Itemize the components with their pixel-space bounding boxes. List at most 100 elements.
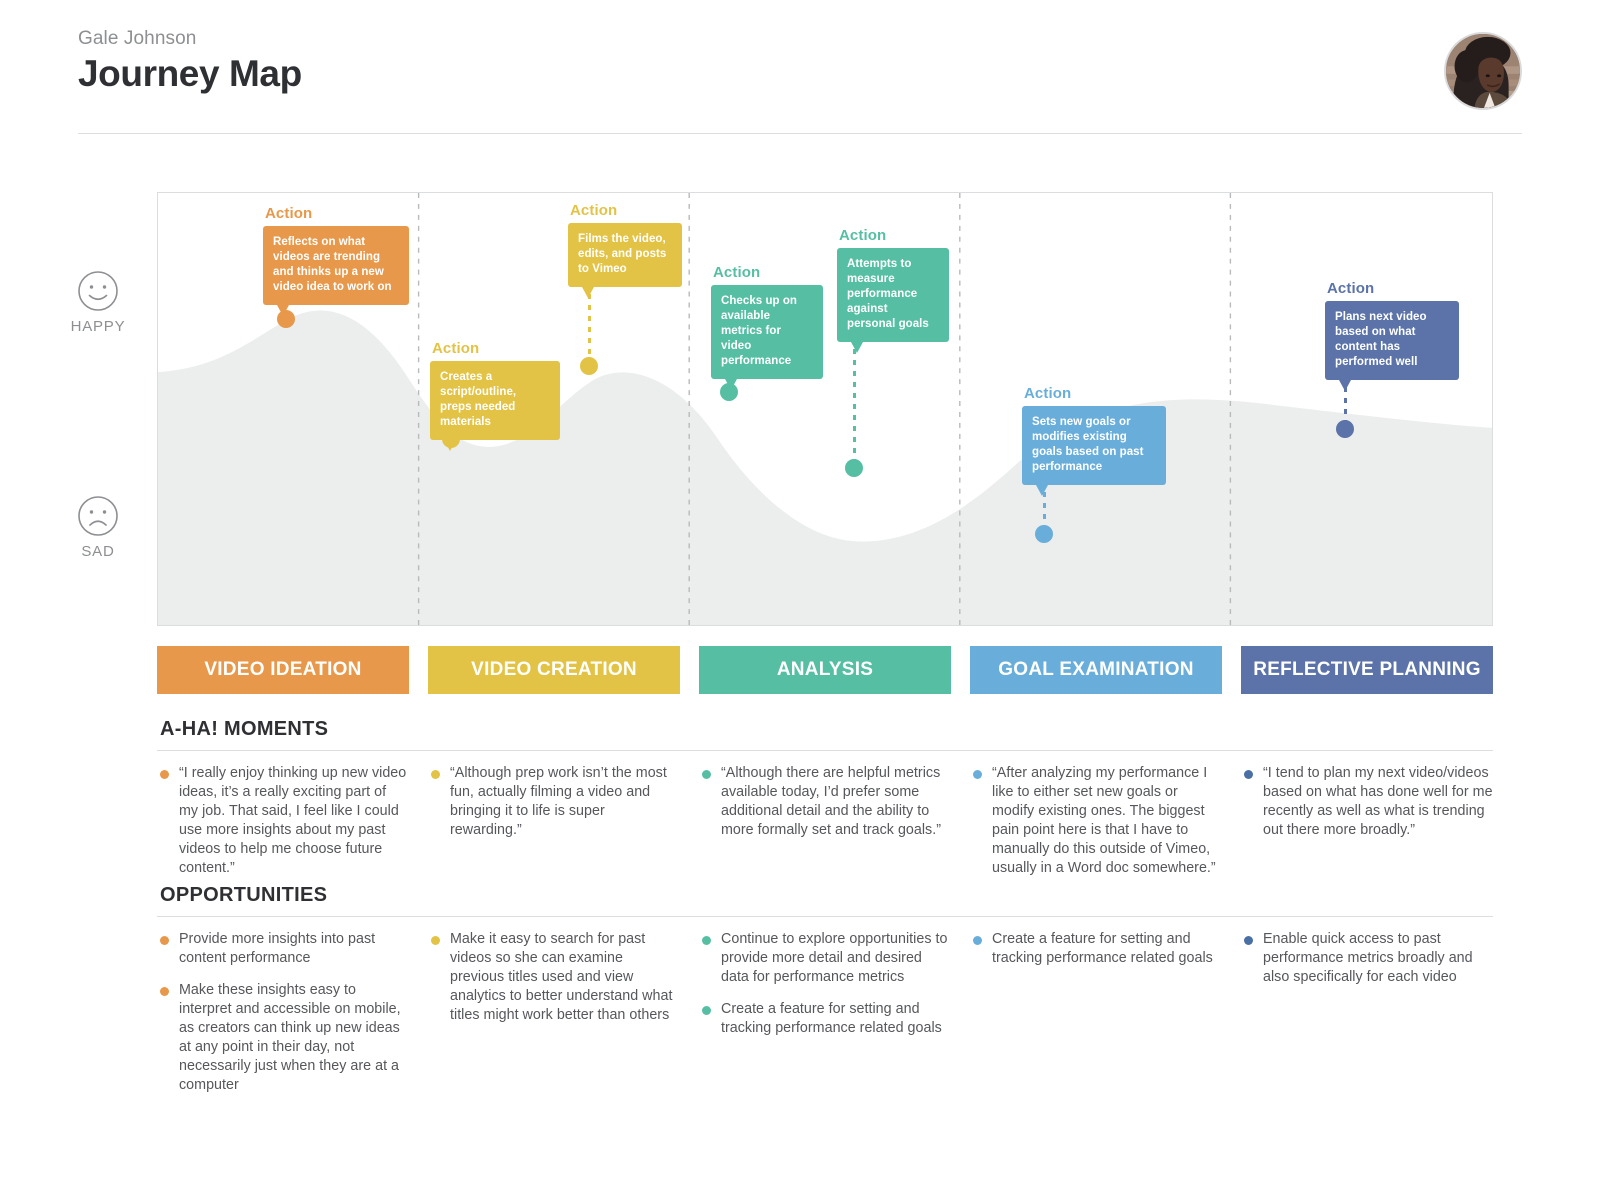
action-callout-text: Films the video, edits, and posts to Vim… — [578, 232, 667, 275]
action-callout-body: Films the video, edits, and posts to Vim… — [568, 222, 682, 298]
persona-avatar — [1444, 32, 1522, 110]
action-touchpoint-dot[interactable] — [1035, 525, 1053, 543]
aha-column-1: “I really enjoy thinking up new video id… — [157, 764, 409, 891]
action-touchpoint-dot[interactable] — [720, 383, 738, 401]
action-touchpoint-dot[interactable] — [442, 430, 460, 448]
opportunity-item-text: Create a feature for setting and trackin… — [992, 931, 1213, 966]
opportunities-divider — [157, 916, 1493, 917]
stage-bar: VIDEO IDEATION VIDEO CREATION ANALYSIS GOAL… — [157, 646, 1493, 694]
action-callout-title: Action — [265, 205, 313, 222]
aha-column-5: “I tend to plan my next video/videos bas… — [1241, 764, 1493, 891]
opportunity-item-text: Create a feature for setting and trackin… — [721, 1001, 942, 1036]
opportunity-column-3: Continue to explore opportunities to pro… — [699, 930, 951, 1108]
mood-sad: SAD — [58, 495, 138, 560]
opportunities-heading: OPPORTUNITIES — [160, 884, 328, 906]
list-item: Continue to explore opportunities to pro… — [699, 930, 951, 987]
action-callout-text: Sets new goals or modifies existing goal… — [1032, 415, 1144, 474]
action-callout-body: Plans next video based on what content h… — [1325, 300, 1459, 391]
action-callout-title: Action — [432, 340, 480, 357]
action-connector-line — [1042, 492, 1046, 534]
aha-item-text: “I tend to plan my next video/videos bas… — [1263, 765, 1493, 838]
emotion-curve-chart — [158, 310, 1492, 625]
action-callout-title: Action — [570, 202, 618, 219]
action-callout-body: Attempts to measure performance against … — [837, 247, 949, 354]
opportunities-section: OPPORTUNITIES Provide more insights into… — [157, 884, 1493, 1108]
bullet-dot-icon — [1244, 936, 1253, 945]
smiley-happy-icon — [78, 271, 118, 311]
bullet-dot-icon — [973, 770, 982, 779]
stage-chip-3[interactable]: ANALYSIS — [699, 646, 951, 694]
stage-chip-2[interactable]: VIDEO CREATION — [428, 646, 680, 694]
opportunity-column-4: Create a feature for setting and trackin… — [970, 930, 1222, 1108]
opportunities-columns: Provide more insights into past content … — [157, 930, 1493, 1108]
opportunity-item-text: Provide more insights into past content … — [179, 931, 376, 966]
action-callout-text: Attempts to measure performance against … — [847, 257, 929, 331]
aha-moments-heading: A-HA! MOMENTS — [160, 718, 329, 740]
action-callout-body: Reflects on what videos are trending and… — [263, 225, 409, 316]
aha-column-2: “Although prep work isn’t the most fun, … — [428, 764, 680, 891]
bullet-dot-icon — [431, 770, 440, 779]
page-header: Gale Johnson Journey Map — [78, 28, 1522, 110]
header-divider — [78, 133, 1522, 134]
action-callout-body: Creates a script/outline, preps needed m… — [430, 360, 560, 451]
list-item: Make these insights easy to interpret an… — [157, 981, 409, 1095]
bullet-dot-icon — [702, 770, 711, 779]
aha-moments-divider — [157, 750, 1493, 751]
opportunity-item-text: Make these insights easy to interpret an… — [179, 982, 401, 1093]
stage-label: REFLECTIVE PLANNING — [1253, 659, 1481, 680]
avatar-photo-icon — [1446, 34, 1520, 108]
stage-chip-4[interactable]: GOAL EXAMINATION — [970, 646, 1222, 694]
action-callout-text: Checks up on available metrics for video… — [721, 294, 798, 368]
action-callout-text: Reflects on what videos are trending and… — [273, 235, 392, 294]
action-touchpoint-dot[interactable] — [845, 459, 863, 477]
stage-label: ANALYSIS — [776, 659, 874, 680]
opportunity-item-text: Enable quick access to past performance … — [1263, 931, 1473, 985]
aha-moments-columns: “I really enjoy thinking up new video id… — [157, 764, 1493, 891]
mood-happy-label: HAPPY — [70, 318, 126, 335]
opportunity-item-text: Continue to explore opportunities to pro… — [721, 931, 948, 985]
stage-chip-1[interactable]: VIDEO IDEATION — [157, 646, 409, 694]
action-touchpoint-dot[interactable] — [580, 357, 598, 375]
list-item: Create a feature for setting and trackin… — [699, 1000, 951, 1038]
persona-name: Gale Johnson — [78, 28, 197, 49]
bullet-dot-icon — [702, 936, 711, 945]
list-item: Make it easy to search for past videos s… — [428, 930, 680, 1025]
list-item: “Although there are helpful metrics avai… — [699, 764, 951, 840]
bullet-dot-icon — [160, 936, 169, 945]
stage-label: GOAL EXAMINATION — [998, 659, 1194, 680]
bullet-dot-icon — [973, 936, 982, 945]
list-item: “Although prep work isn’t the most fun, … — [428, 764, 680, 840]
mood-sad-label: SAD — [81, 543, 115, 560]
action-callout-text: Plans next video based on what content h… — [1335, 310, 1427, 369]
stage-chip-5[interactable]: REFLECTIVE PLANNING — [1241, 646, 1493, 694]
emotion-curve-area — [158, 310, 1492, 625]
page-title: Journey Map — [78, 52, 302, 94]
bullet-dot-icon — [1244, 770, 1253, 779]
aha-column-3: “Although there are helpful metrics avai… — [699, 764, 951, 891]
action-callout-title: Action — [713, 264, 761, 281]
bullet-dot-icon — [702, 1006, 711, 1015]
list-item: Create a feature for setting and trackin… — [970, 930, 1222, 968]
action-callout-title: Action — [839, 227, 887, 244]
opportunity-column-5: Enable quick access to past performance … — [1241, 930, 1493, 1108]
action-callout-text: Creates a script/outline, preps needed m… — [440, 370, 517, 429]
list-item: “I tend to plan my next video/videos bas… — [1241, 764, 1493, 840]
action-connector-line — [852, 349, 856, 468]
list-item: Provide more insights into past content … — [157, 930, 409, 968]
action-touchpoint-dot[interactable] — [1336, 420, 1354, 438]
opportunity-column-1: Provide more insights into past content … — [157, 930, 409, 1108]
action-callout-title: Action — [1327, 280, 1375, 297]
aha-item-text: “Although there are helpful metrics avai… — [721, 765, 941, 838]
stage-label: VIDEO CREATION — [471, 659, 637, 680]
aha-item-text: “I really enjoy thinking up new video id… — [179, 765, 407, 876]
action-touchpoint-dot[interactable] — [277, 310, 295, 328]
stage-label: VIDEO IDEATION — [204, 659, 362, 680]
